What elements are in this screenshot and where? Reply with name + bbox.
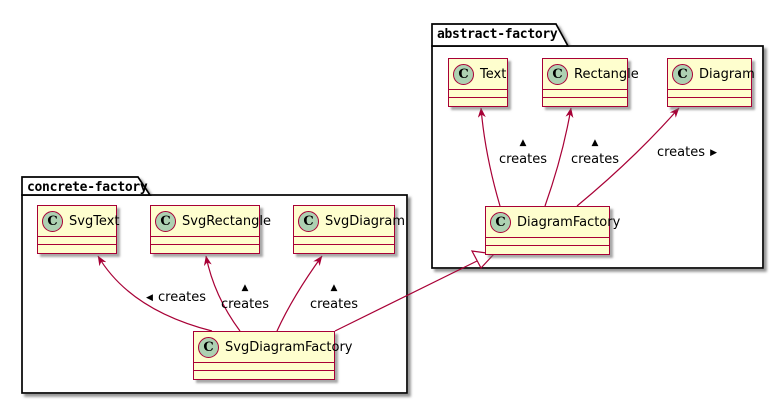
- class-stereotype-icon: C: [453, 63, 474, 85]
- class-box-rectangle: C Rectangle: [542, 58, 639, 107]
- class-stereotype-icon: C: [547, 63, 568, 85]
- class-stereotype-icon: C: [672, 63, 693, 85]
- inheritance-arrow-svgdiagramfactory-to-diagramfactory: [334, 250, 496, 332]
- direction-up-icon: ▲: [591, 138, 599, 148]
- class-box-svgtext: C SvgText: [37, 205, 120, 254]
- edge-label-creates-svgrectangle: ▲ creates: [220, 283, 270, 312]
- class-stereotype-icon: C: [42, 210, 63, 232]
- class-name: Diagram: [699, 66, 755, 82]
- class-name: DiagramFactory: [517, 214, 621, 230]
- methods-compartment: [294, 244, 394, 252]
- arrow-svgdiagramfactory-to-svgrectangle: [203, 255, 241, 332]
- arrow-diagramfactory-to-text: [477, 107, 501, 207]
- methods-compartment: [194, 370, 334, 378]
- fields-compartment: [449, 89, 507, 97]
- class-title: C SvgDiagramFactory: [194, 332, 353, 362]
- direction-right-icon: ▶: [710, 148, 718, 158]
- edge-label-creates-rectangle: ▲ creates: [570, 138, 620, 167]
- class-box-diagram: C Diagram: [667, 58, 755, 107]
- class-title: C SvgDiagram: [294, 206, 405, 236]
- class-name: SvgDiagram: [325, 213, 406, 229]
- edge-label-creates-diagram: creates ▶: [656, 145, 718, 160]
- methods-compartment: [151, 244, 259, 252]
- class-title: C Text: [449, 59, 507, 89]
- fields-compartment: [38, 236, 116, 244]
- package-title-concrete-factory: concrete-factory: [27, 180, 148, 195]
- arrow-diagramfactory-to-diagram: [576, 107, 680, 207]
- class-title: C SvgText: [38, 206, 120, 236]
- fields-compartment: [151, 236, 259, 244]
- arrow-svgdiagramfactory-to-svgtext: [97, 255, 213, 332]
- package-tab-concrete-factory: [21, 176, 152, 196]
- class-title: C DiagramFactory: [486, 207, 620, 237]
- class-title: C Rectangle: [543, 59, 639, 89]
- class-name: Text: [480, 66, 507, 82]
- class-title: C SvgRectangle: [151, 206, 271, 236]
- class-name: SvgRectangle: [182, 213, 271, 229]
- methods-compartment: [38, 244, 116, 252]
- class-name: Rectangle: [574, 66, 639, 82]
- direction-up-icon: ▲: [241, 283, 249, 293]
- edge-label-creates-svgtext: ◀ creates: [145, 290, 207, 305]
- direction-left-icon: ◀: [145, 293, 153, 303]
- edge-label-creates-text: ▲ creates: [498, 138, 548, 167]
- fields-compartment: [194, 362, 334, 370]
- package-tab-abstract-factory: [431, 23, 570, 47]
- direction-up-icon: ▲: [519, 138, 527, 148]
- class-stereotype-icon: C: [198, 336, 219, 358]
- class-name: SvgDiagramFactory: [225, 339, 353, 355]
- fields-compartment: [486, 237, 609, 245]
- package-title-abstract-factory: abstract-factory: [437, 27, 558, 42]
- methods-compartment: [486, 245, 609, 253]
- direction-up-icon: ▲: [330, 283, 338, 293]
- methods-compartment: [668, 97, 751, 105]
- class-box-svgrectangle: C SvgRectangle: [150, 205, 271, 254]
- arrow-svgdiagramfactory-to-svgdiagram: [276, 255, 323, 332]
- fields-compartment: [668, 89, 751, 97]
- class-box-text: C Text: [448, 58, 508, 107]
- class-stereotype-icon: C: [155, 210, 176, 232]
- class-stereotype-icon: C: [298, 210, 319, 232]
- class-name: SvgText: [69, 213, 120, 229]
- class-stereotype-icon: C: [490, 211, 511, 233]
- class-box-svgdiagramfactory: C SvgDiagramFactory: [193, 331, 353, 380]
- methods-compartment: [543, 97, 627, 105]
- class-box-diagramfactory: C DiagramFactory: [485, 206, 620, 255]
- arrow-diagramfactory-to-rectangle: [544, 107, 574, 207]
- inheritance-triangle-icon: [470, 250, 496, 270]
- class-title: C Diagram: [668, 59, 755, 89]
- class-box-svgdiagram: C SvgDiagram: [293, 205, 405, 254]
- methods-compartment: [449, 97, 507, 105]
- edge-label-creates-svgdiagram: ▲ creates: [309, 283, 359, 312]
- fields-compartment: [543, 89, 627, 97]
- fields-compartment: [294, 236, 394, 244]
